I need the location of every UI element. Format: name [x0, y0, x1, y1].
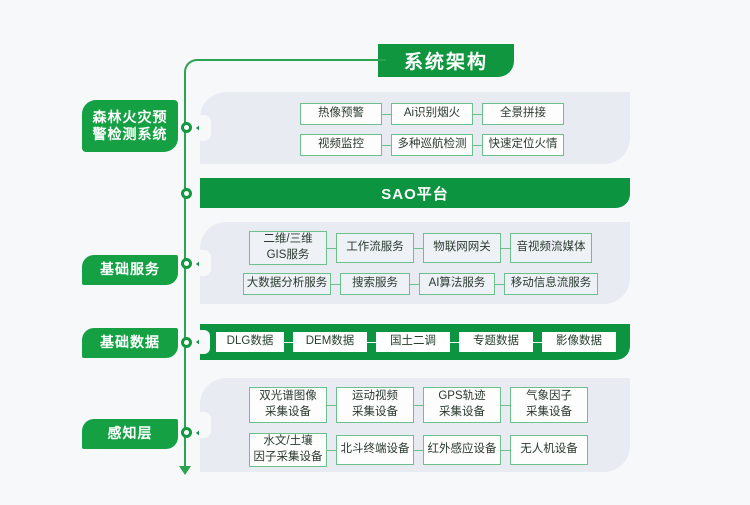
connector-arrow-down-icon: [179, 466, 191, 475]
box-perception-1-3[interactable]: GPS轨迹 采集设备: [423, 387, 501, 423]
box-warning-2-1[interactable]: 视频监控: [300, 134, 382, 156]
box-data-4[interactable]: 专题数据: [459, 332, 533, 352]
node-dot-perception: [181, 427, 192, 438]
connector-dash: [410, 283, 419, 285]
box-warning-1-2[interactable]: Ai识别烟火: [391, 103, 473, 125]
box-perception-2-3[interactable]: 红外感应设备: [423, 435, 501, 465]
row-warning-system-1: 热像预警 Ai识别烟火 全景拼接: [300, 103, 564, 125]
connector-corner: [184, 59, 198, 75]
panel-notch-perception: [199, 412, 211, 438]
connector-dash: [327, 247, 336, 249]
panel-notch-warning-system: [199, 115, 211, 141]
layer-label-basic-data[interactable]: 基础数据: [82, 328, 178, 358]
connector-dash: [367, 341, 376, 343]
box-perception-1-4[interactable]: 气象因子 采集设备: [510, 387, 588, 423]
layer-label-perception-text: 感知层: [107, 425, 153, 442]
box-data-3[interactable]: 国土二调: [376, 332, 450, 352]
node-dot-basic-data: [181, 337, 192, 348]
layer-label-basic-data-text: 基础数据: [100, 334, 160, 351]
connector-dash: [382, 144, 391, 146]
box-perception-2-4[interactable]: 无人机设备: [510, 435, 588, 465]
layer-label-warning-system[interactable]: 森林火灾预 警检测系统: [82, 100, 178, 152]
row-basic-data-1: DLG数据 DEM数据 国土二调 专题数据 影像数据: [216, 332, 616, 352]
connector-dash: [327, 449, 336, 451]
box-perception-2-2[interactable]: 北斗终端设备: [336, 435, 414, 465]
bar-sao-platform-title: SAO平台: [381, 185, 449, 203]
node-dot-sao-platform: [181, 188, 192, 199]
row-perception-2: 水文/土壤 因子采集设备 北斗终端设备 红外感应设备 无人机设备: [249, 433, 588, 467]
box-data-1[interactable]: DLG数据: [216, 332, 284, 352]
row-warning-system-2: 视频监控 多种巡航检测 快速定位火情: [300, 134, 564, 156]
row-perception-1: 双光谱图像 采集设备 运动视频 采集设备 GPS轨迹 采集设备 气象因子 采集设…: [249, 387, 588, 423]
box-warning-2-3[interactable]: 快速定位火情: [482, 134, 564, 156]
box-service-2-3[interactable]: AI算法服务: [419, 273, 495, 295]
node-dot-warning-system: [181, 122, 192, 133]
connector-vertical-line: [184, 73, 186, 470]
layer-label-basic-service[interactable]: 基础服务: [82, 255, 178, 285]
node-dot-basic-service: [181, 258, 192, 269]
box-warning-2-2[interactable]: 多种巡航检测: [391, 134, 473, 156]
box-perception-2-1[interactable]: 水文/土壤 因子采集设备: [249, 433, 327, 467]
connector-dash: [327, 404, 336, 406]
connector-dash: [533, 341, 542, 343]
connector-dash: [473, 113, 482, 115]
connector-dash: [501, 247, 510, 249]
box-service-1-4[interactable]: 音视频流媒体: [510, 233, 592, 263]
connector-horizontal-line: [196, 59, 386, 61]
box-service-2-4[interactable]: 移动信息流服务: [504, 273, 598, 295]
box-service-2-2[interactable]: 搜索服务: [340, 273, 410, 295]
box-warning-1-3[interactable]: 全景拼接: [482, 103, 564, 125]
box-service-1-1[interactable]: 二维/三维 GIS服务: [249, 231, 327, 265]
box-service-1-3[interactable]: 物联网网关: [423, 233, 501, 263]
connector-dash: [331, 283, 340, 285]
connector-dash: [414, 404, 423, 406]
layer-label-warning-system-text: 森林火灾预 警检测系统: [92, 108, 168, 143]
layer-label-perception[interactable]: 感知层: [82, 419, 178, 449]
box-data-5[interactable]: 影像数据: [542, 332, 616, 352]
diagram-title-text: 系统架构: [403, 52, 488, 73]
layer-label-basic-service-text: 基础服务: [100, 261, 160, 278]
box-service-2-1[interactable]: 大数据分析服务: [243, 273, 331, 295]
panel-notch-basic-service: [199, 250, 211, 276]
connector-dash: [284, 341, 293, 343]
row-basic-service-2: 大数据分析服务 搜索服务 AI算法服务 移动信息流服务: [243, 273, 598, 295]
bar-sao-platform: SAO平台: [200, 178, 630, 208]
connector-dash: [473, 144, 482, 146]
connector-dash: [501, 404, 510, 406]
box-service-1-2[interactable]: 工作流服务: [336, 233, 414, 263]
row-basic-service-1: 二维/三维 GIS服务 工作流服务 物联网网关 音视频流媒体: [249, 231, 592, 265]
connector-dash: [450, 341, 459, 343]
connector-dash: [414, 247, 423, 249]
diagram-title: 系统架构: [378, 44, 514, 77]
box-warning-1-1[interactable]: 热像预警: [300, 103, 382, 125]
connector-dash: [501, 449, 510, 451]
connector-dash: [495, 283, 504, 285]
box-data-2[interactable]: DEM数据: [293, 332, 367, 352]
connector-dash: [382, 113, 391, 115]
connector-dash: [414, 449, 423, 451]
bar-notch-basic-data: [199, 330, 210, 354]
box-perception-1-2[interactable]: 运动视频 采集设备: [336, 387, 414, 423]
box-perception-1-1[interactable]: 双光谱图像 采集设备: [249, 387, 327, 423]
